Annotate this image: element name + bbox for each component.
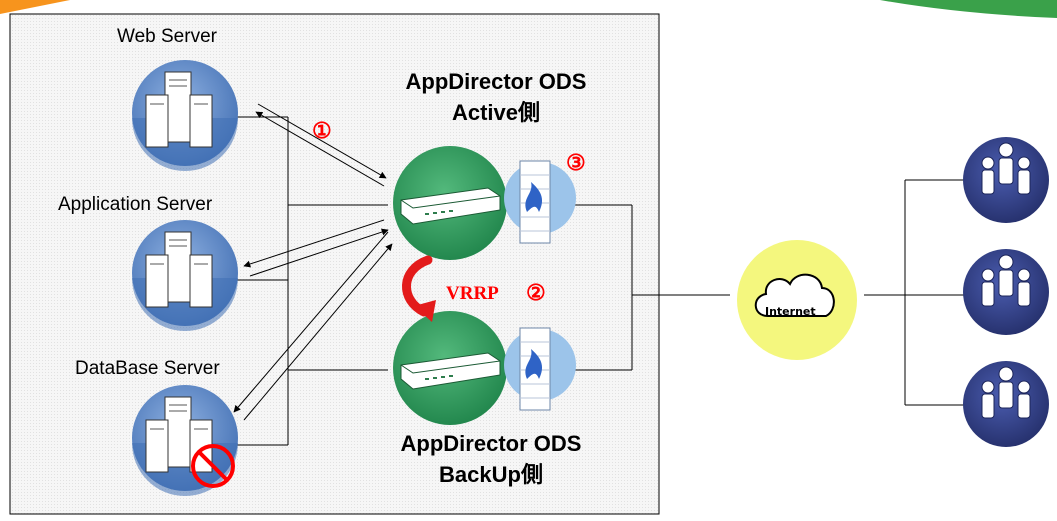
internet-node <box>737 240 857 360</box>
system-panel <box>9 13 660 515</box>
appdirector-backup-line1: AppDirector ODS <box>400 431 582 456</box>
load-balancer-backup-node <box>393 311 507 425</box>
firewall-backup-icon <box>504 327 576 411</box>
prohibited-icon <box>191 444 235 488</box>
connection-lines <box>235 116 970 446</box>
firewall-active-icon <box>504 160 576 244</box>
database-server-node <box>132 385 238 496</box>
top-right-accent <box>880 0 1057 18</box>
web-server-label: Web Server <box>117 26 217 47</box>
appdirector-active-label: AppDirector ODS Active側 <box>376 66 616 128</box>
web-server-node <box>132 60 238 171</box>
application-server-node <box>132 220 238 331</box>
appdirector-backup-label: AppDirector ODS BackUp側 <box>371 428 611 490</box>
traffic-arrows <box>233 103 393 421</box>
appdirector-active-line2: Active側 <box>451 100 541 125</box>
user-group-3-icon <box>963 361 1049 447</box>
application-server-label: Application Server <box>58 194 213 215</box>
step-1-marker: ① <box>312 118 332 143</box>
database-server-label: DataBase Server <box>75 358 220 379</box>
top-left-accent <box>0 0 70 14</box>
appdirector-backup-line2: BackUp側 <box>439 462 543 487</box>
vrrp-label: VRRP <box>446 283 499 304</box>
internet-label: Internet <box>765 305 816 318</box>
appdirector-active-line1: AppDirector ODS <box>405 69 587 94</box>
step-3-marker: ③ <box>566 150 586 175</box>
vrrp-failover-arrow <box>402 255 436 322</box>
user-group-1-icon <box>963 137 1049 223</box>
user-group-2-icon <box>963 249 1049 335</box>
step-2-marker: ② <box>526 280 546 305</box>
load-balancer-active-node <box>393 146 507 260</box>
